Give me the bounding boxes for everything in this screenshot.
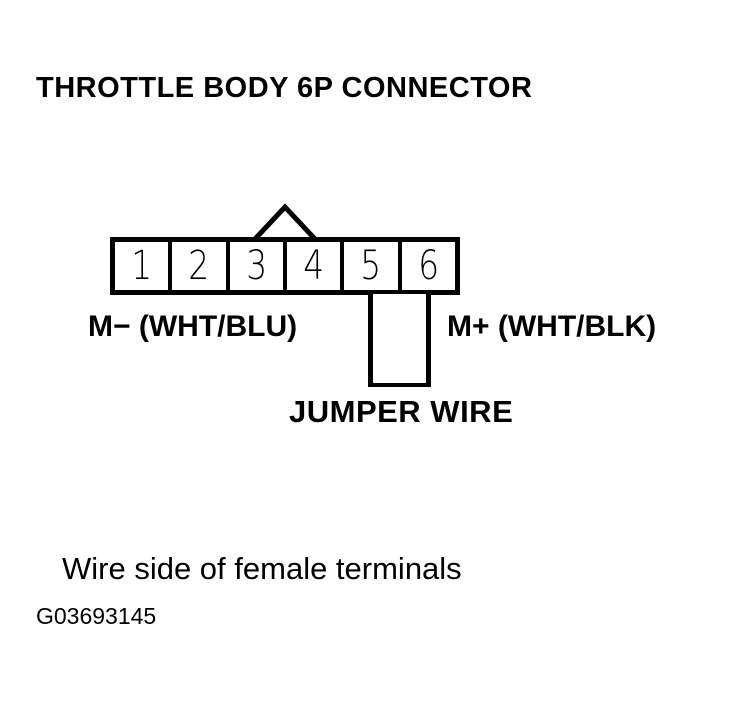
connector-body: 1 2 3 4 5 6	[110, 237, 460, 295]
pin-number-2: 2	[188, 243, 210, 289]
label-m-plus-wht-blk: M+ (WHT/BLK)	[447, 310, 657, 343]
pin-cell-3: 3	[230, 242, 287, 290]
pin-number-6: 6	[417, 243, 439, 289]
pin-cell-5: 5	[344, 242, 402, 290]
pin-cell-2: 2	[172, 242, 230, 290]
jumper-wire-label: JUMPER WIRE	[289, 394, 514, 429]
connector-key-triangle-icon	[251, 203, 319, 242]
pin-number-5: 5	[360, 243, 382, 289]
pin-number-1: 1	[131, 243, 153, 289]
wire-side-caption: Wire side of female terminals	[62, 551, 462, 586]
label-m-minus-wht-blu: M− (WHT/BLU)	[88, 310, 298, 343]
pin-number-4: 4	[303, 243, 325, 289]
jumper-wire-shape	[368, 294, 431, 387]
pin-cell-1: 1	[115, 242, 173, 290]
page-title: THROTTLE BODY 6P CONNECTOR	[36, 72, 533, 104]
figure-id: G03693145	[36, 603, 157, 629]
pin-cell-4: 4	[287, 242, 345, 290]
pin-cell-6: 6	[402, 242, 455, 290]
pin-number-3: 3	[245, 243, 267, 289]
